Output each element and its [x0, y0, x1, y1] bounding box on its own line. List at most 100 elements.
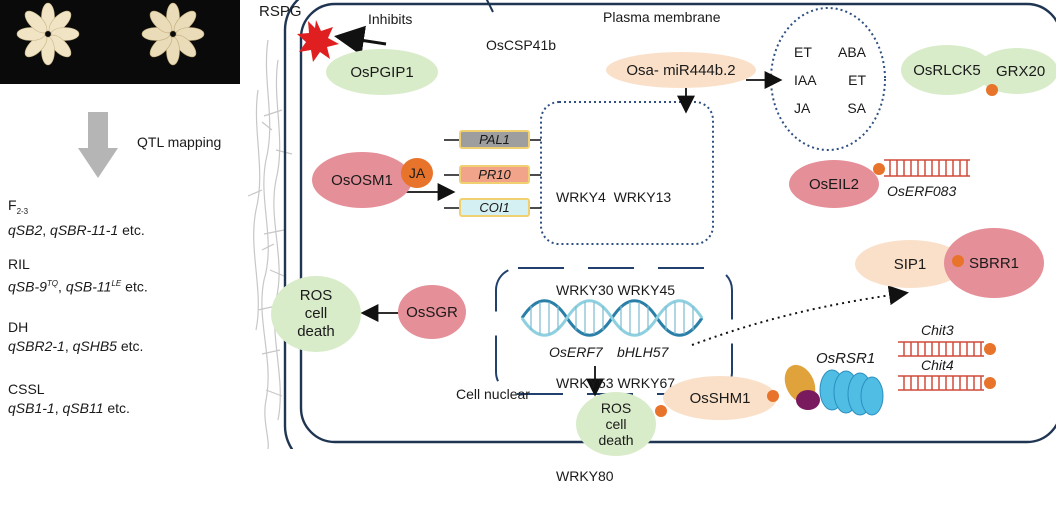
plasma-membrane-label: Plasma membrane: [603, 9, 721, 25]
hormone-aba: ABA: [837, 44, 866, 60]
ososm1-node: OsOSM1: [312, 152, 412, 208]
wrky-row: WRKY53 WRKY67: [556, 375, 676, 391]
population-f23: F2-3 qSB2, qSBR-11-1 etc.: [8, 196, 145, 240]
population-name: F: [8, 197, 17, 213]
coi1-gene: COI1: [459, 198, 530, 217]
ros-label: ROS: [600, 400, 632, 416]
orange-marker-dot: [873, 163, 885, 175]
population-dh: DH qSBR2-1, qSHB5 etc.: [8, 318, 143, 356]
qtl-superscript: TQ: [46, 279, 59, 288]
wrky-list: WRKY4 WRKY13 WRKY30 WRKY45 WRKY53 WRKY67…: [556, 120, 675, 523]
rspg-label: RSPG: [259, 3, 302, 20]
ros-label: ROS: [299, 287, 333, 304]
chit4-rna: [898, 375, 984, 391]
hormone-et: ET: [794, 44, 812, 60]
pal1-label: PAL1: [479, 132, 510, 147]
cell-diagram-shapes: [247, 0, 1056, 449]
ossgr-label: OsSGR: [406, 303, 458, 321]
death-label: death: [598, 432, 634, 448]
hormone-ja: JA: [794, 100, 811, 116]
qtl-suffix: etc.: [103, 400, 130, 416]
qtl-superscript: LE: [111, 279, 122, 288]
qtl-suffix: etc.: [116, 338, 144, 354]
sbrr1-label: SBRR1: [968, 254, 1020, 272]
population-name: RIL: [8, 256, 30, 272]
hormones-list: ET ABA IAA ET JA SA: [794, 38, 866, 122]
orange-marker-dot: [767, 390, 779, 402]
oscsp41b-label: OsCSP41b: [486, 37, 557, 53]
pr10-gene: PR10: [459, 165, 530, 184]
cell-label: cell: [605, 416, 627, 432]
plasma-membrane-outer: [283, 0, 300, 449]
oseil2-label: OsEIL2: [808, 175, 860, 193]
orange-marker-dot: [655, 405, 667, 417]
wrky-box: [540, 101, 714, 245]
wrky-row: WRKY4 WRKY13: [556, 189, 672, 205]
osrsr1-label: OsRSR1: [816, 350, 876, 367]
qtl-separator: ,: [54, 400, 63, 416]
hormone-iaa: IAA: [794, 72, 817, 88]
qtl-separator: ,: [58, 278, 66, 295]
population-ril: RIL qSB-9TQ, qSB-11LE etc.: [8, 255, 148, 297]
rspg-starburst: [297, 20, 339, 62]
osshm1-label: OsSHM1: [689, 389, 751, 407]
sip1-node: SIP1: [855, 240, 965, 288]
qtl-name: qSB-11: [65, 278, 112, 295]
orange-marker-dot: [986, 84, 998, 96]
cell-nuclear-label: Cell nuclear: [456, 386, 530, 402]
chit3-rna: [898, 341, 984, 357]
wrky-row: WRKY30 WRKY45: [556, 282, 676, 298]
population-name: DH: [8, 319, 29, 335]
hormone-et-2: ET: [848, 72, 866, 88]
death-label: death: [297, 323, 335, 340]
pal1-gene: PAL1: [459, 130, 530, 149]
coi1-label: COI1: [479, 200, 510, 215]
population-name: CSSL: [8, 381, 45, 397]
qtl-name: qSB-9: [8, 278, 47, 295]
oserf083-label: OsERF083: [887, 183, 957, 199]
qtl-name: qSB1-1: [8, 400, 55, 416]
dna-helix: [520, 299, 704, 337]
ososm1-label: OsOSM1: [331, 171, 393, 189]
oseil2-node: OsEIL2: [789, 160, 879, 208]
ja-label: JA: [408, 165, 426, 181]
population-cssl: CSSL qSB1-1, qSB11 etc.: [8, 380, 130, 418]
qtl-mapping-label: QTL mapping: [137, 134, 222, 150]
qtl-separator: ,: [64, 338, 73, 354]
oserf7-label: OsERF7: [549, 344, 603, 360]
rice-grain-photo-left: [0, 0, 110, 84]
ros-cell-death-left: ROS cell death: [271, 276, 361, 352]
qtl-name: qSHB5: [72, 338, 117, 354]
hormone-sa: SA: [847, 100, 866, 116]
qtl-name: qSBR2-1: [8, 338, 65, 354]
qtl-name: qSBR-11-1: [50, 221, 119, 238]
inhibits-label: Inhibits: [368, 11, 413, 27]
plasma-membrane-inner: [299, 2, 1056, 444]
osrlck5-label: OsRLCK5: [913, 61, 981, 79]
orange-marker-dot: [984, 343, 996, 355]
ospgip1-node: OsPGIP1: [326, 49, 438, 95]
qtl-suffix: etc.: [118, 221, 145, 238]
osrlck5-node: OsRLCK5: [901, 45, 993, 95]
wrky-row: WRKY80: [556, 468, 614, 484]
qtl-mapping-arrow: [78, 112, 118, 178]
oserf083-rna: [884, 159, 970, 177]
qtl-suffix: etc.: [121, 278, 148, 295]
sip1-label: SIP1: [893, 255, 927, 273]
osshm1-node: OsSHM1: [663, 376, 777, 420]
ros-cell-death-bottom: ROS cell death: [576, 392, 656, 456]
qtl-name: qSB11: [62, 400, 104, 416]
cell-label: cell: [304, 305, 328, 322]
qtl-name: qSB2: [8, 221, 43, 238]
ospgip1-label: OsPGIP1: [350, 63, 414, 81]
chit3-label: Chit3: [921, 322, 954, 338]
orange-marker-dot: [952, 255, 964, 267]
mir444-label: Osa- miR444b.2: [626, 61, 736, 79]
ossgr-node: OsSGR: [398, 285, 466, 339]
mir444-node: Osa- miR444b.2: [606, 52, 756, 88]
bhlh57-label: bHLH57: [617, 344, 669, 360]
osrsr1-protein: [784, 364, 884, 416]
orange-marker-dot: [984, 377, 996, 389]
pr10-label: PR10: [478, 167, 511, 182]
qtl-separator: ,: [42, 221, 51, 238]
